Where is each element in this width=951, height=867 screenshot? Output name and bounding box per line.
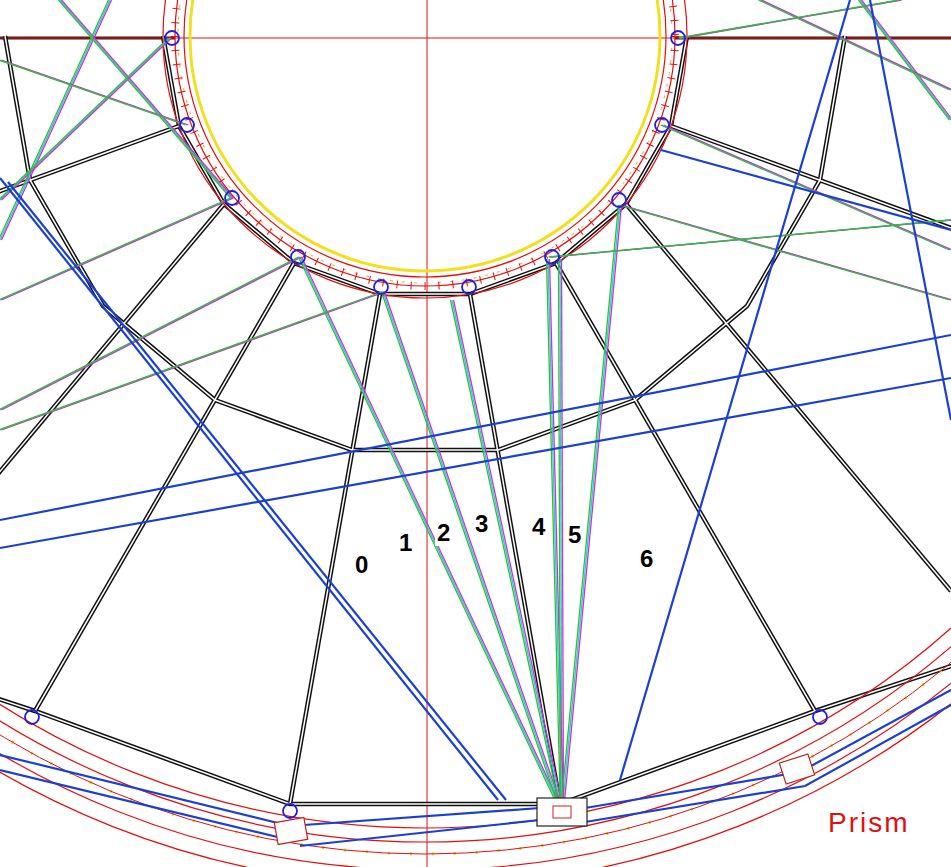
callout-number: 4 [530,514,547,540]
callout-number: 2 [435,520,452,546]
callout-number: 5 [566,522,583,548]
callout-number: 1 [397,530,414,556]
part-name: Prism [826,808,912,838]
callout-number: 3 [473,511,490,537]
callout-number: 6 [638,546,655,572]
callout-number: 0 [353,552,370,578]
